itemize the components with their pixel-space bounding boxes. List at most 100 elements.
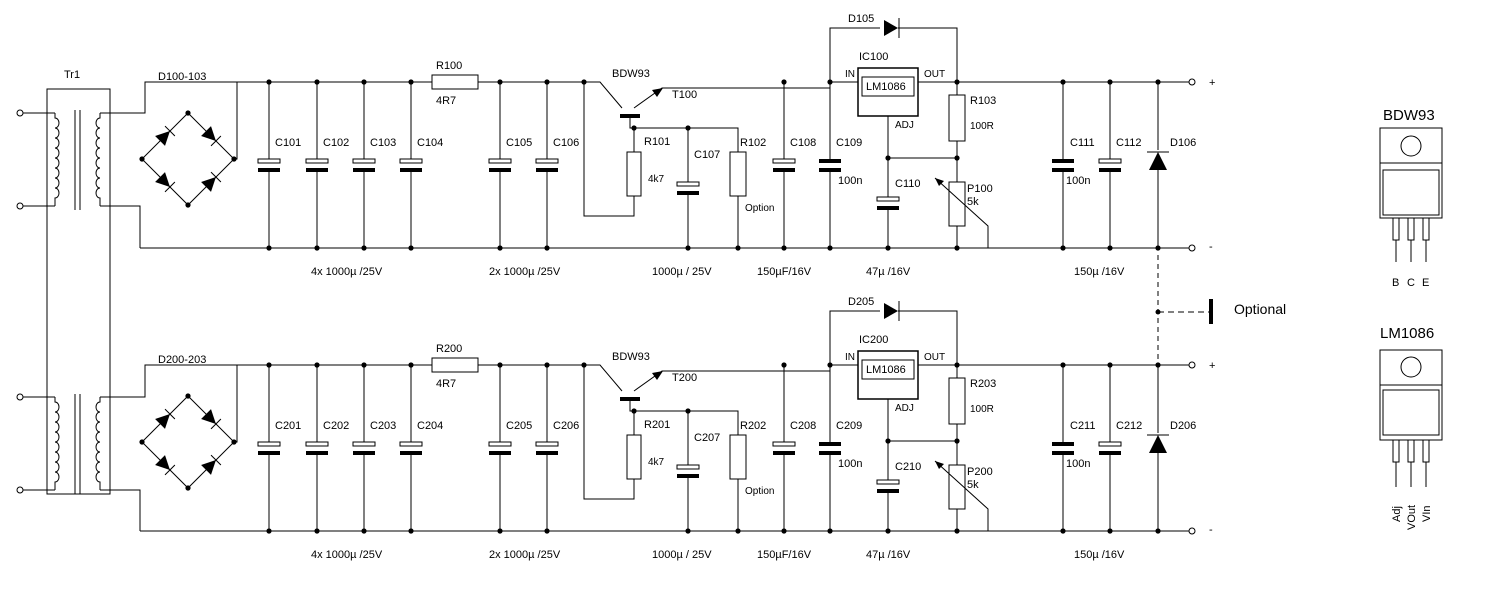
diode-icon [201, 460, 216, 475]
resistor-body [948, 377, 966, 425]
value-note: 4x 1000µ /25V [311, 549, 383, 561]
diode-bridge [139, 393, 237, 491]
junction-dot [954, 245, 960, 251]
pin-label: VIn [1421, 505, 1433, 522]
capacitor-plate-positive [257, 441, 281, 447]
transistor-type: BDW93 [612, 351, 650, 363]
output-terminal-negative[interactable] [1188, 527, 1196, 535]
diode-icon [1149, 152, 1167, 170]
resistor-value: 4R7 [436, 95, 456, 107]
ic-type: LM1086 [866, 81, 906, 93]
capacitor-plate [1052, 159, 1074, 163]
capacitor-plate-negative [353, 451, 375, 455]
capacitor-label: C212 [1116, 420, 1142, 432]
resistor-label: R100 [436, 60, 462, 72]
wire [141, 112, 235, 206]
junction-dot [885, 245, 891, 251]
junction-dot [685, 245, 691, 251]
electrolytic-capacitor [488, 82, 512, 248]
resistor-label: R203 [970, 378, 996, 390]
wire [584, 364, 623, 392]
pin-label: IN [845, 69, 855, 80]
plus-sign: + [1209, 360, 1215, 372]
capacitor-plate-positive [305, 158, 329, 164]
electrolytic-capacitor [399, 365, 423, 531]
electrolytic-capacitor [772, 82, 796, 248]
diode-icon [155, 455, 170, 470]
capacitor-plate-negative [1099, 168, 1121, 172]
capacitor-label: C101 [275, 137, 301, 149]
electrolytic-capacitor [352, 365, 376, 531]
wire [583, 82, 635, 217]
wire [934, 177, 989, 248]
capacitor-plate [1052, 168, 1074, 172]
pot-value: 5k [967, 479, 979, 491]
electrolytic-capacitor [876, 158, 900, 248]
capacitor-label: C108 [790, 137, 816, 149]
film-capacitor [819, 82, 841, 248]
output-terminal-negative[interactable] [1188, 244, 1196, 252]
emitter-arrow [652, 88, 663, 97]
junction-dot [885, 528, 891, 534]
wire [164, 181, 176, 193]
junction-dot [735, 245, 741, 251]
electrolytic-capacitor [1098, 365, 1122, 531]
capacitor-plate-negative [677, 474, 699, 478]
diode-icon [201, 177, 216, 192]
wire [141, 395, 235, 489]
package-lm1086: LM1086 Adj VOut VIn [1379, 325, 1443, 530]
resistor-body [626, 151, 642, 197]
transistor-label: T100 [672, 89, 697, 101]
pin-label: OUT [924, 352, 945, 363]
capacitor-value: 100n [838, 458, 862, 470]
option-label: Option [745, 203, 774, 214]
capacitor-plate-negative [258, 451, 280, 455]
capacitor-plate [819, 168, 841, 172]
diode-icon [201, 126, 216, 141]
capacitor-plate-positive [352, 441, 376, 447]
value-note: 1000µ / 25V [652, 266, 712, 278]
optional-link: Optional [1155, 255, 1286, 362]
junction-dot [954, 528, 960, 534]
junction-dot [185, 485, 191, 491]
resistor-body [948, 94, 966, 142]
transistor-type: BDW93 [612, 68, 650, 80]
pot-label: P100 [967, 183, 993, 195]
value-note: 2x 1000µ /25V [489, 549, 561, 561]
resistor-value: 100R [970, 404, 994, 415]
capacitor-plate-negative [258, 168, 280, 172]
value-note: 47µ /16V [866, 549, 911, 561]
resistor-value: 4k7 [648, 174, 665, 185]
output-terminal-positive[interactable] [1188, 78, 1196, 86]
value-note: 1000µ / 25V [652, 549, 712, 561]
capacitor-plate-positive [1098, 441, 1122, 447]
capacitor-plate-positive [535, 158, 559, 164]
junction-dot [685, 528, 691, 534]
electrolytic-capacitor [676, 411, 700, 531]
capacitor-label: C206 [553, 420, 579, 432]
capacitor-label: C203 [370, 420, 396, 432]
capacitor-plate-negative [400, 168, 422, 172]
wire [210, 454, 222, 466]
capacitor-label: C109 [836, 137, 862, 149]
capacitor-value: 100n [1066, 175, 1090, 187]
capacitor-label: C102 [323, 137, 349, 149]
capacitor-plate-negative [306, 168, 328, 172]
ic-label: IC200 [859, 334, 888, 346]
electrolytic-capacitor [488, 365, 512, 531]
resistor-body [626, 434, 642, 480]
wire [210, 418, 222, 430]
capacitor-label: C210 [895, 461, 921, 473]
value-note: 150µF/16V [757, 549, 812, 561]
potentiometer-body [948, 181, 966, 227]
package-name: BDW93 [1383, 107, 1435, 124]
output-terminal-positive[interactable] [1188, 361, 1196, 369]
capacitor-label: C110 [895, 178, 920, 190]
pot-value: 5k [967, 196, 979, 208]
capacitor-plate-negative [489, 168, 511, 172]
pin-label: B [1392, 277, 1399, 289]
diode-icon [884, 20, 898, 36]
capacitor-plate-positive [352, 158, 376, 164]
capacitor-plate-positive [772, 441, 796, 447]
capacitor-plate-positive [257, 158, 281, 164]
